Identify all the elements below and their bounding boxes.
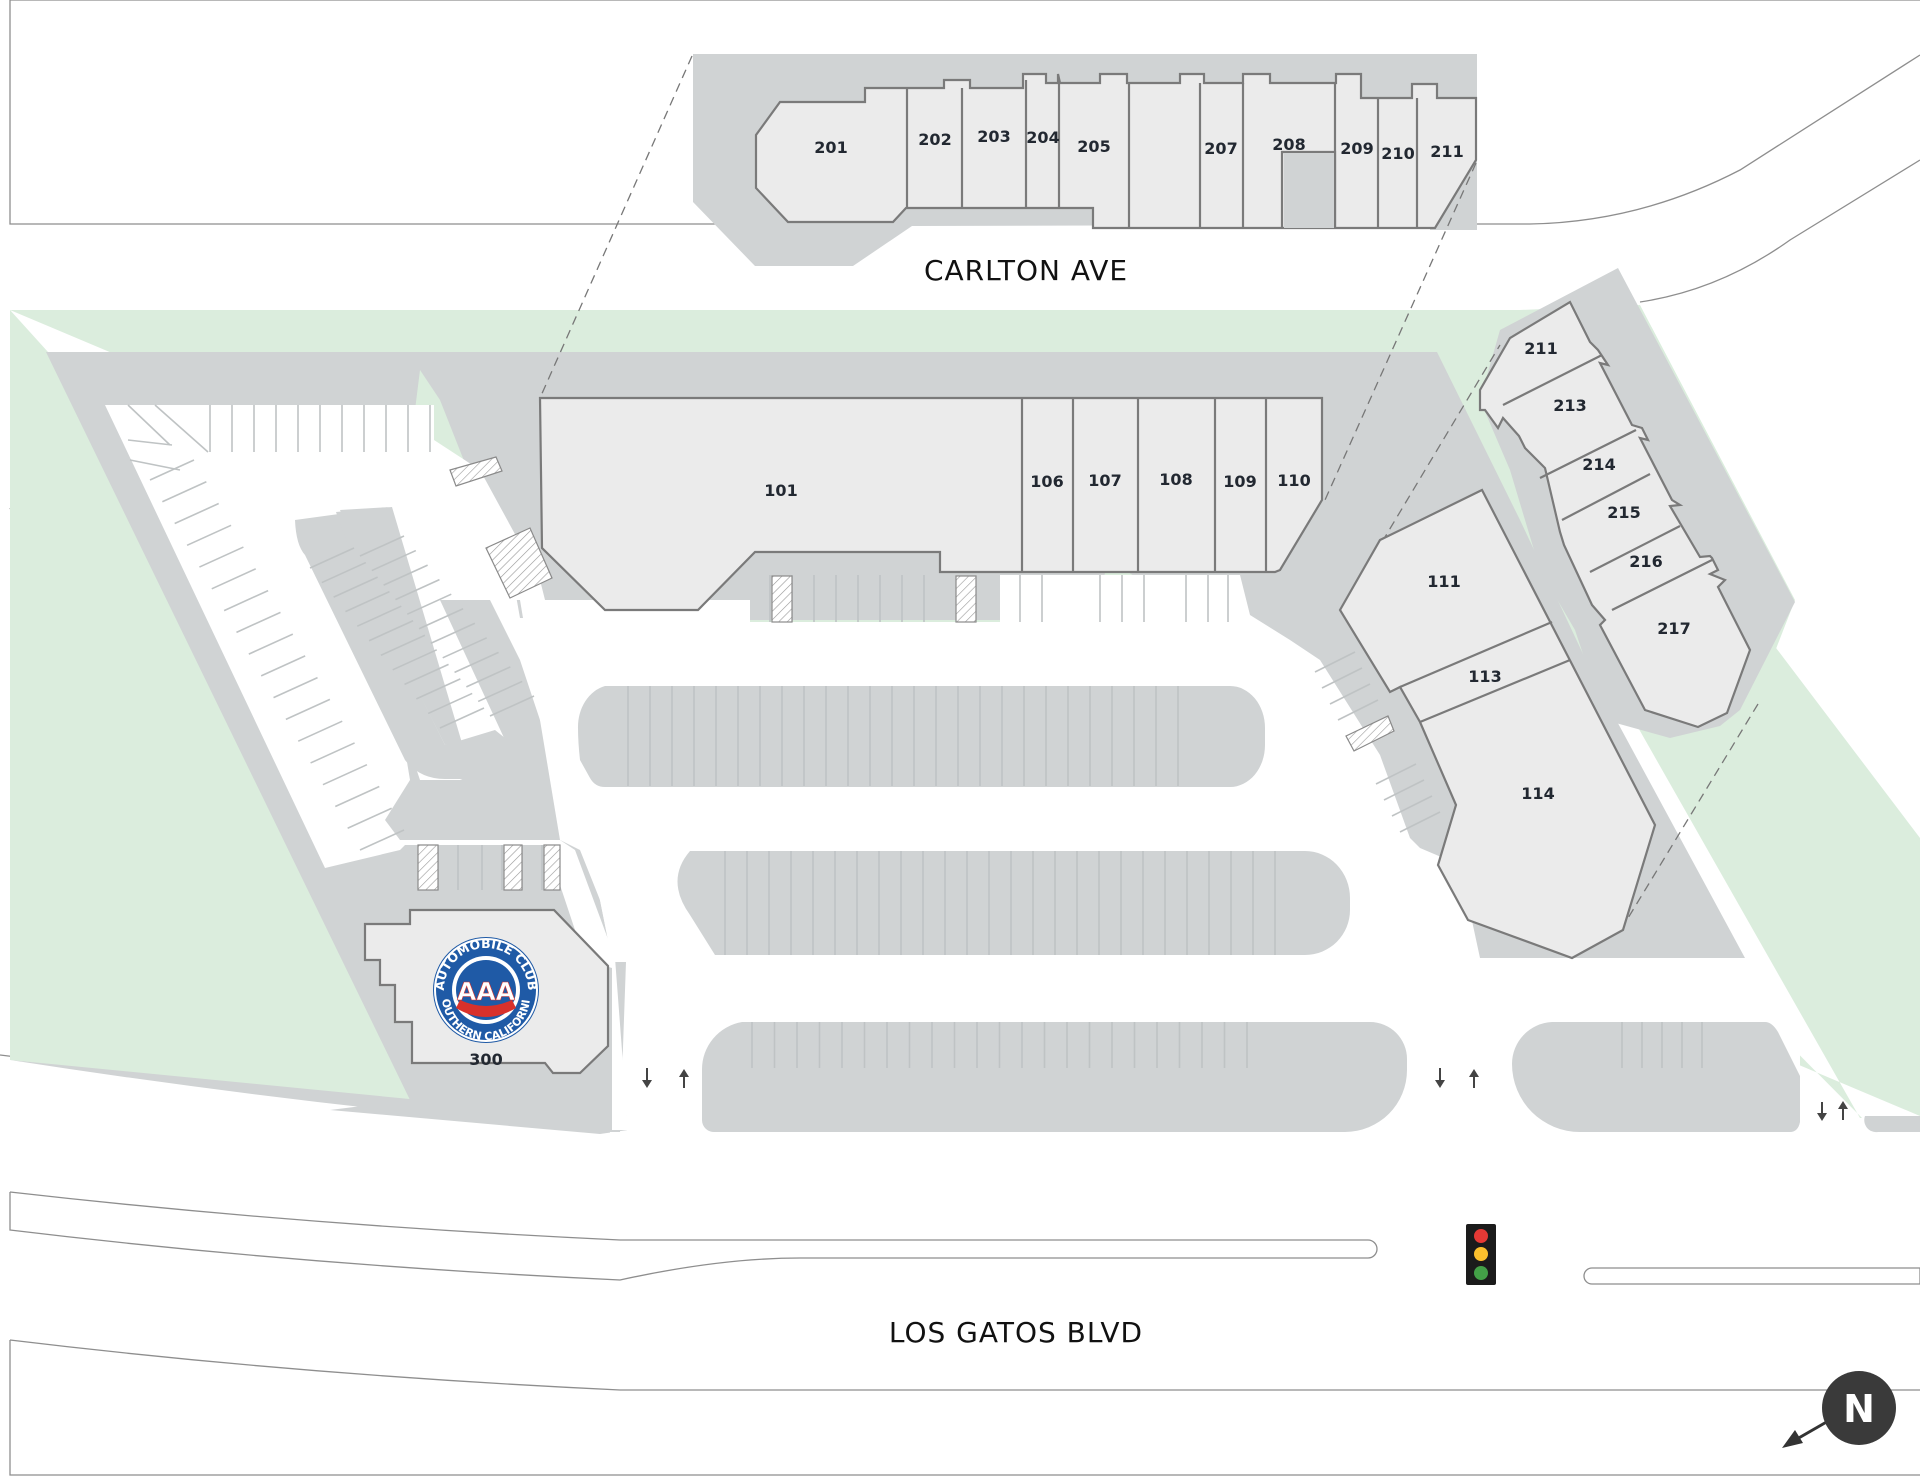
unit-113: 113 (1468, 667, 1501, 686)
inset-connectors (539, 55, 1759, 929)
arrow-up-icon (679, 1069, 689, 1088)
unit-211-carlton: 211 (1430, 142, 1463, 161)
unit-213: 213 (1553, 396, 1586, 415)
arrow-down-icon (1817, 1102, 1827, 1121)
unit-202: 202 (918, 130, 951, 149)
unit-205: 205 (1077, 137, 1110, 156)
unit-209: 209 (1340, 139, 1373, 158)
unit-111: 111 (1427, 572, 1460, 591)
arrow-up-icon (1838, 1101, 1848, 1120)
parking-islands (295, 507, 1800, 1133)
compass-label: N (1843, 1387, 1875, 1431)
unit-215: 215 (1607, 503, 1640, 522)
unit-208: 208 (1272, 135, 1305, 154)
unit-217: 217 (1657, 619, 1690, 638)
unit-114: 114 (1521, 784, 1554, 803)
unit-204: 204 (1026, 128, 1059, 147)
street-label-los-gatos-blvd: LOS GATOS BLVD (889, 1316, 1143, 1349)
unit-107: 107 (1088, 471, 1121, 490)
unit-108: 108 (1159, 470, 1192, 489)
accessible-stalls (417, 456, 1395, 891)
unit-110: 110 (1277, 471, 1310, 490)
street-label-carlton-ave: CARLTON AVE (924, 254, 1128, 287)
unit-201: 201 (814, 138, 847, 157)
unit-109: 109 (1223, 472, 1256, 491)
unit-214: 214 (1582, 455, 1615, 474)
unit-106: 106 (1030, 472, 1063, 491)
traffic-arrows (642, 1068, 1848, 1121)
unit-101: 101 (764, 481, 797, 500)
unit-300: 300 (469, 1050, 502, 1069)
building-carlton (754, 72, 1478, 230)
unit-216: 216 (1629, 552, 1662, 571)
north-compass-icon: N (1782, 1371, 1896, 1448)
arrow-down-icon (1435, 1068, 1445, 1088)
unit-203: 203 (977, 127, 1010, 146)
aaa-logo-center-text: AAA (457, 977, 516, 1006)
building-east (1338, 488, 1657, 960)
arrow-down-icon (642, 1068, 652, 1088)
unit-207: 207 (1204, 139, 1237, 158)
building-main (538, 396, 1324, 612)
arrow-up-icon (1469, 1069, 1479, 1088)
building-northeast (1478, 300, 1752, 729)
traffic-signal-icon (1466, 1224, 1496, 1285)
unit-211-wing: 211 (1524, 339, 1557, 358)
unit-210: 210 (1381, 144, 1414, 163)
unit-labels: 201 202 203 204 205 207 208 209 210 211 … (469, 127, 1690, 1069)
